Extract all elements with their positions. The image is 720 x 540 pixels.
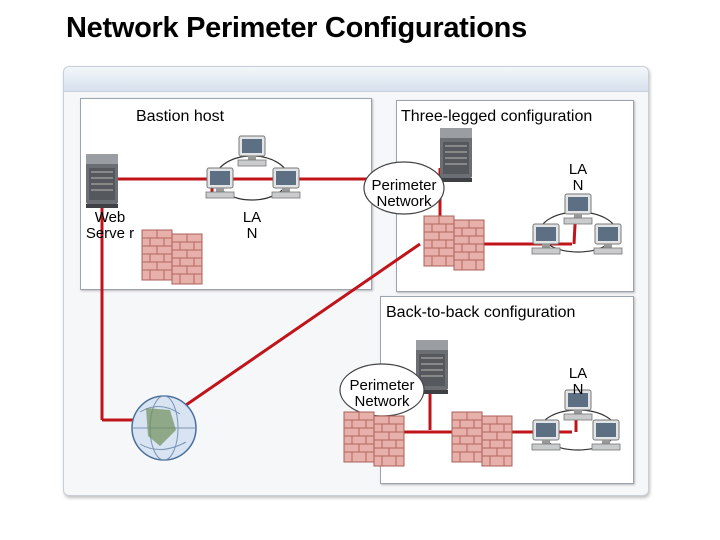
workstation-icon xyxy=(563,193,593,225)
bastion-host-heading: Bastion host xyxy=(136,108,225,125)
workstation-icon xyxy=(271,167,301,199)
frame-title-bar xyxy=(64,67,648,92)
back-to-back-perimeter-label: Perimeter Network xyxy=(349,377,415,410)
workstation-icon xyxy=(531,223,561,255)
firewall-icon xyxy=(423,215,485,271)
globe-icon xyxy=(131,395,197,461)
workstation-icon xyxy=(591,419,621,451)
web-server-label: Web Serve r xyxy=(85,209,135,242)
back-to-back-heading: Back-to-back configuration xyxy=(386,304,576,321)
page-title: Network Perimeter Configurations xyxy=(66,12,527,44)
workstation-icon xyxy=(237,135,267,167)
network-links xyxy=(100,168,578,434)
firewall-icon xyxy=(451,411,513,467)
back-to-back-lan-label: LA N xyxy=(568,365,588,398)
workstation-icon xyxy=(531,419,561,451)
web-server-icon xyxy=(85,153,119,209)
three-legged-heading: Three-legged configuration xyxy=(401,108,593,125)
three-legged-perimeter-label: Perimeter Network xyxy=(371,177,437,210)
bastion-lan-label: LA N xyxy=(242,209,262,242)
perimeter-network-bubble xyxy=(363,161,445,215)
firewall-icon xyxy=(343,411,405,467)
workstation-icon xyxy=(593,223,623,255)
server-icon xyxy=(439,127,473,183)
workstation-icon xyxy=(205,167,235,199)
three-legged-lan-label: LA N xyxy=(568,161,588,194)
firewall-icon xyxy=(141,229,203,285)
